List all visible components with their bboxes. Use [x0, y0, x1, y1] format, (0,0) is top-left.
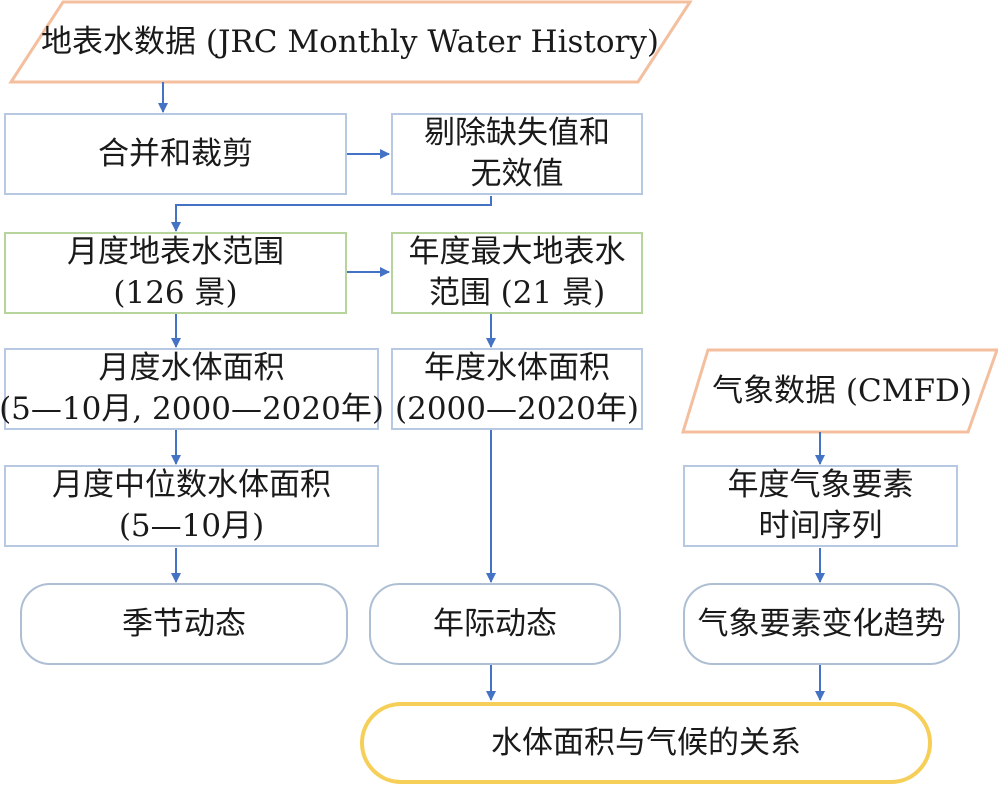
source-meteo-node: 气象数据 (CMFD) — [692, 352, 992, 430]
annual-max-extent-label-line2: 范围 (21 景) — [428, 275, 606, 311]
relationship-label: 水体面积与气候的关系 — [491, 724, 801, 761]
monthly-median-area-label-line2: (5—10月) — [118, 508, 265, 544]
merge-clip-node: 合并和裁剪 — [4, 113, 347, 195]
remove-invalid-node: 剔除缺失值和 无效值 — [391, 113, 643, 195]
source-meteo-label: 气象数据 (CMFD) — [712, 372, 972, 409]
meteo-timeseries-label-line1: 年度气象要素 — [727, 467, 914, 504]
seasonal-dynamics-label: 季节动态 — [122, 605, 246, 642]
annual-max-extent-label-line1: 年度最大地表水 — [408, 234, 626, 271]
source-surface-water-node: 地表水数据 (JRC Monthly Water History) — [20, 4, 680, 80]
monthly-median-area-label-line1: 月度中位数水体面积 — [52, 467, 331, 504]
connector-arrows — [158, 82, 825, 701]
source-surface-water-shape — [8, 0, 693, 84]
monthly-area-label-line2: (5—10月, 2000—2020年) — [0, 391, 384, 427]
source-surface-water-label: 地表水数据 (JRC Monthly Water History) — [41, 23, 659, 60]
arrow-remove-to-monthly-extent — [171, 196, 492, 232]
remove-invalid-label-line2: 无效值 — [470, 156, 564, 192]
monthly-median-area-node: 月度中位数水体面积 (5—10月) — [4, 465, 379, 547]
monthly-extent-label-line2: (126 景) — [113, 275, 238, 311]
interannual-dynamics-label: 年际动态 — [433, 605, 557, 642]
annual-max-extent-node: 年度最大地表水 范围 (21 景) — [391, 232, 643, 314]
monthly-extent-label-line1: 月度地表水范围 — [67, 234, 284, 271]
monthly-area-label-line1: 月度水体面积 — [98, 350, 285, 387]
annual-area-node: 年度水体面积 (2000—2020年) — [391, 348, 643, 430]
remove-invalid-label-line1: 剔除缺失值和 — [424, 115, 610, 152]
annual-area-label-line1: 年度水体面积 — [424, 350, 610, 387]
interannual-dynamics-node: 年际动态 — [369, 583, 621, 665]
meteo-trend-node: 气象要素变化趋势 — [683, 583, 960, 665]
relationship-node: 水体面积与气候的关系 — [360, 702, 932, 784]
meteo-timeseries-label-line2: 时间序列 — [758, 508, 883, 544]
seasonal-dynamics-node: 季节动态 — [20, 583, 348, 665]
merge-clip-label: 合并和裁剪 — [98, 135, 253, 172]
source-meteo-shape — [680, 348, 998, 434]
monthly-area-node: 月度水体面积 (5—10月, 2000—2020年) — [0, 348, 384, 430]
meteo-timeseries-node: 年度气象要素 时间序列 — [683, 465, 958, 547]
monthly-extent-node: 月度地表水范围 (126 景) — [4, 232, 347, 314]
meteo-trend-label: 气象要素变化趋势 — [697, 605, 946, 642]
annual-area-label-line2: (2000—2020年) — [395, 391, 639, 427]
